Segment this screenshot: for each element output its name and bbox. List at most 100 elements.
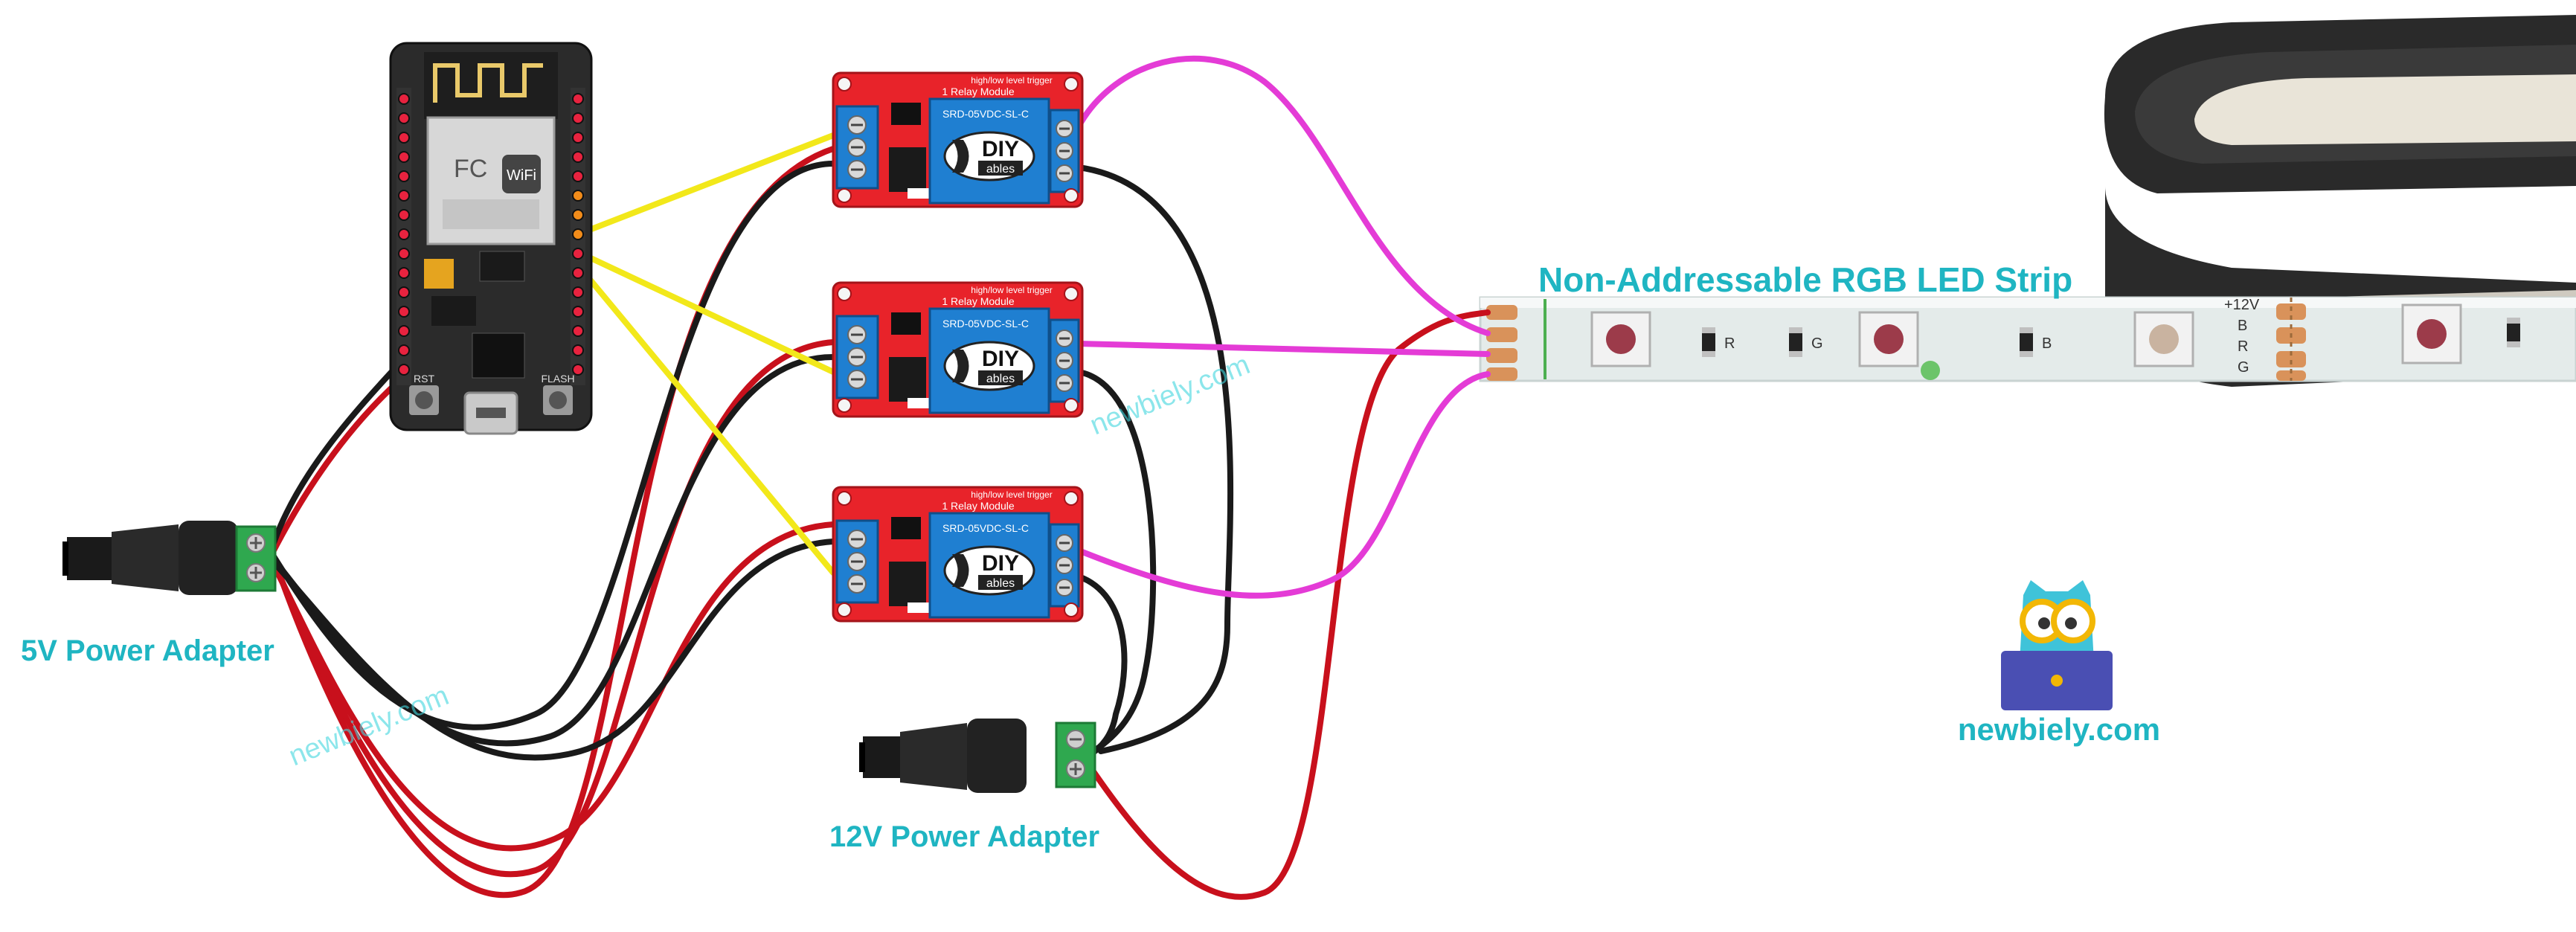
svg-text:ables: ables bbox=[986, 163, 1015, 176]
header-pin bbox=[398, 112, 410, 124]
wires bbox=[271, 55, 1491, 900]
header-pin bbox=[572, 286, 584, 298]
svg-text:WiFi: WiFi bbox=[507, 167, 536, 184]
wire-black bbox=[271, 539, 836, 761]
header-pin bbox=[572, 306, 584, 318]
pins-left bbox=[398, 93, 410, 376]
wifi-antenna-icon bbox=[424, 52, 558, 119]
wire-magenta bbox=[1076, 371, 1491, 599]
wire-yellow bbox=[585, 254, 836, 375]
svg-text:ables: ables bbox=[986, 577, 1015, 590]
wire-black bbox=[1076, 369, 1157, 754]
header-pin bbox=[572, 325, 584, 337]
regulator-chip bbox=[479, 251, 525, 282]
wire-black bbox=[1076, 164, 1234, 754]
header-pin bbox=[572, 209, 584, 221]
strip-pad bbox=[1486, 367, 1517, 381]
screw-terminal bbox=[235, 525, 277, 592]
wire-magenta bbox=[1076, 341, 1491, 357]
diyables-logo: DIY ables bbox=[943, 131, 1035, 181]
header-pin bbox=[398, 306, 410, 318]
led-chip bbox=[2133, 311, 2194, 367]
relay-trigger-text: high/low level trigger bbox=[971, 285, 1052, 295]
header-pin bbox=[398, 364, 410, 376]
header-pin bbox=[572, 93, 584, 105]
header-pin bbox=[398, 170, 410, 182]
header-pin bbox=[572, 248, 584, 260]
fc-mark: FC bbox=[454, 155, 487, 183]
resistor-label: R bbox=[1724, 335, 1735, 352]
micro-usb-port bbox=[463, 391, 518, 435]
led-strip: R G B +12V B R G bbox=[1479, 296, 2576, 382]
strip-pad bbox=[1486, 348, 1517, 363]
esp8266-board: FC WiFi RST FLASH bbox=[389, 42, 593, 435]
usb-uart-chip bbox=[472, 332, 525, 379]
header-pin bbox=[572, 132, 584, 144]
flash-button: FLASH bbox=[541, 373, 575, 415]
led-chip bbox=[1590, 311, 1651, 367]
pad-label-r: R bbox=[2238, 338, 2248, 355]
svg-text:FLASH: FLASH bbox=[541, 373, 574, 385]
header-pin bbox=[398, 190, 410, 202]
header-pin bbox=[398, 248, 410, 260]
power-adapter-5v bbox=[62, 521, 277, 595]
strip-pad bbox=[1486, 327, 1517, 342]
header-pin bbox=[572, 267, 584, 279]
wifi-logo-icon: WiFi bbox=[502, 155, 541, 193]
header-pin bbox=[398, 228, 410, 240]
dc-jack-icon bbox=[859, 719, 1027, 793]
power-adapter-12v bbox=[859, 719, 1096, 793]
header-pin bbox=[572, 112, 584, 124]
header-pin bbox=[398, 93, 410, 105]
resistor-label: G bbox=[1811, 335, 1823, 352]
header-pin bbox=[572, 151, 584, 163]
resistor-label: B bbox=[2042, 335, 2052, 352]
svg-text:RST: RST bbox=[414, 373, 434, 385]
svg-text:DIY: DIY bbox=[982, 137, 1019, 161]
relay-coil-text: SRD-05VDC-SL-C bbox=[942, 108, 1029, 120]
pad-label-g: G bbox=[2238, 359, 2249, 376]
wire-red bbox=[1087, 309, 1491, 900]
led-strip-title: Non-Addressable RGB LED Strip bbox=[1538, 260, 2072, 299]
relay-header-text: 1 Relay Module bbox=[942, 500, 1014, 512]
header-pin bbox=[398, 267, 410, 279]
svg-text:DIY: DIY bbox=[982, 347, 1019, 371]
header-pin bbox=[398, 286, 410, 298]
header-pin bbox=[572, 228, 584, 240]
wire-black bbox=[271, 354, 408, 546]
header-pin bbox=[572, 170, 584, 182]
svg-text:DIY: DIY bbox=[982, 551, 1019, 576]
power-12v-label: 12V Power Adapter bbox=[829, 820, 1099, 853]
wire-red bbox=[271, 521, 836, 852]
strip-pad bbox=[1486, 305, 1517, 320]
relay-coil-text: SRD-05VDC-SL-C bbox=[942, 522, 1029, 534]
power-5v-label: 5V Power Adapter bbox=[21, 634, 274, 667]
header-pin bbox=[398, 344, 410, 356]
relay-trigger-text: high/low level trigger bbox=[971, 75, 1052, 86]
relay-trigger-text: high/low level trigger bbox=[971, 489, 1052, 500]
capacitor bbox=[424, 259, 454, 289]
smd-resistor: G bbox=[1789, 327, 1823, 357]
header-pin bbox=[398, 209, 410, 221]
smd-resistor: R bbox=[1702, 327, 1735, 357]
relay-header-text: 1 Relay Module bbox=[942, 295, 1014, 307]
pad-label-b: B bbox=[2238, 318, 2247, 334]
owl-logo-icon bbox=[2001, 580, 2113, 710]
dc-jack-icon bbox=[62, 521, 238, 595]
svg-text:ables: ables bbox=[986, 373, 1015, 385]
pad-label-12v: +12V bbox=[2224, 297, 2260, 313]
wire-red bbox=[271, 369, 412, 553]
header-pin bbox=[572, 364, 584, 376]
wire-yellow bbox=[585, 274, 836, 576]
wire-magenta bbox=[1076, 55, 1491, 336]
wire-black bbox=[1076, 573, 1128, 758]
led-chip bbox=[2401, 303, 2462, 364]
header-pin bbox=[572, 190, 584, 202]
header-pin bbox=[572, 344, 584, 356]
led-chip bbox=[1858, 311, 1919, 367]
